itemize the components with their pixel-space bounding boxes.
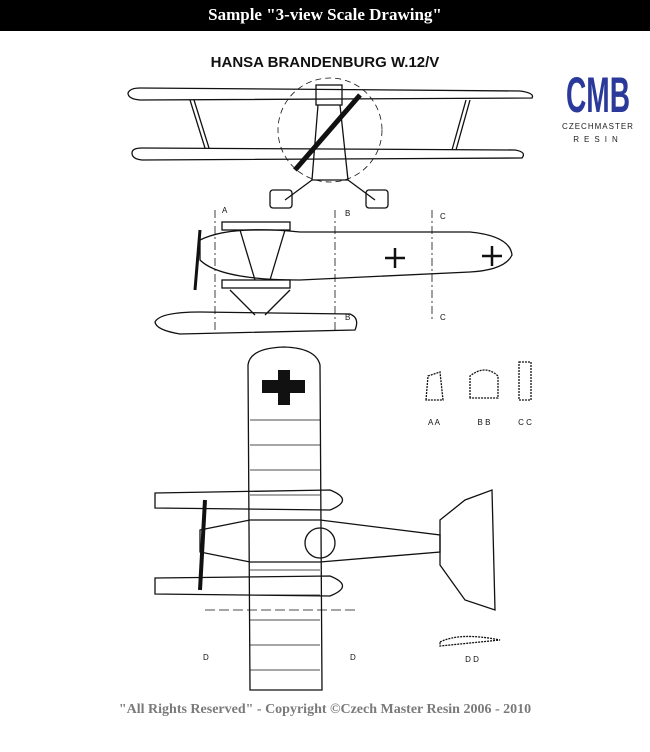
cross-sections: A A B B C C D D — [425, 361, 532, 664]
section-cc-label: C C — [518, 418, 532, 427]
page-header: Sample "3-view Scale Drawing" — [0, 0, 650, 31]
svg-text:CZECHMASTER: CZECHMASTER — [562, 122, 634, 131]
drawing-title: HANSA BRANDENBURG W.12/V — [211, 54, 440, 71]
section-mark-c: C — [440, 212, 446, 221]
section-mark-d-right: D — [350, 653, 356, 662]
svg-text:RESIN: RESIN — [573, 135, 622, 144]
section-aa-label: A A — [428, 418, 441, 427]
side-view: A B C B C — [154, 206, 513, 335]
section-mark-c-lower: C — [440, 313, 446, 322]
section-mark-a: A — [222, 206, 228, 215]
svg-text:CMB: CMB — [566, 67, 630, 123]
top-view: D D — [154, 346, 496, 691]
three-view-drawing: HANSA BRANDENBURG W.12/V CMB CZECHMASTER… — [0, 31, 650, 711]
copyright-footer: "All Rights Reserved" - Copyright ©Czech… — [118, 702, 532, 717]
cmb-logo: CMB CZECHMASTER RESIN — [562, 67, 634, 144]
section-dd-label: D D — [465, 655, 479, 664]
section-mark-b: B — [345, 209, 350, 218]
section-bb-label: B B — [478, 418, 491, 427]
section-mark-b-lower: B — [345, 313, 350, 322]
section-mark-d-left: D — [203, 653, 209, 662]
front-view — [127, 77, 534, 209]
